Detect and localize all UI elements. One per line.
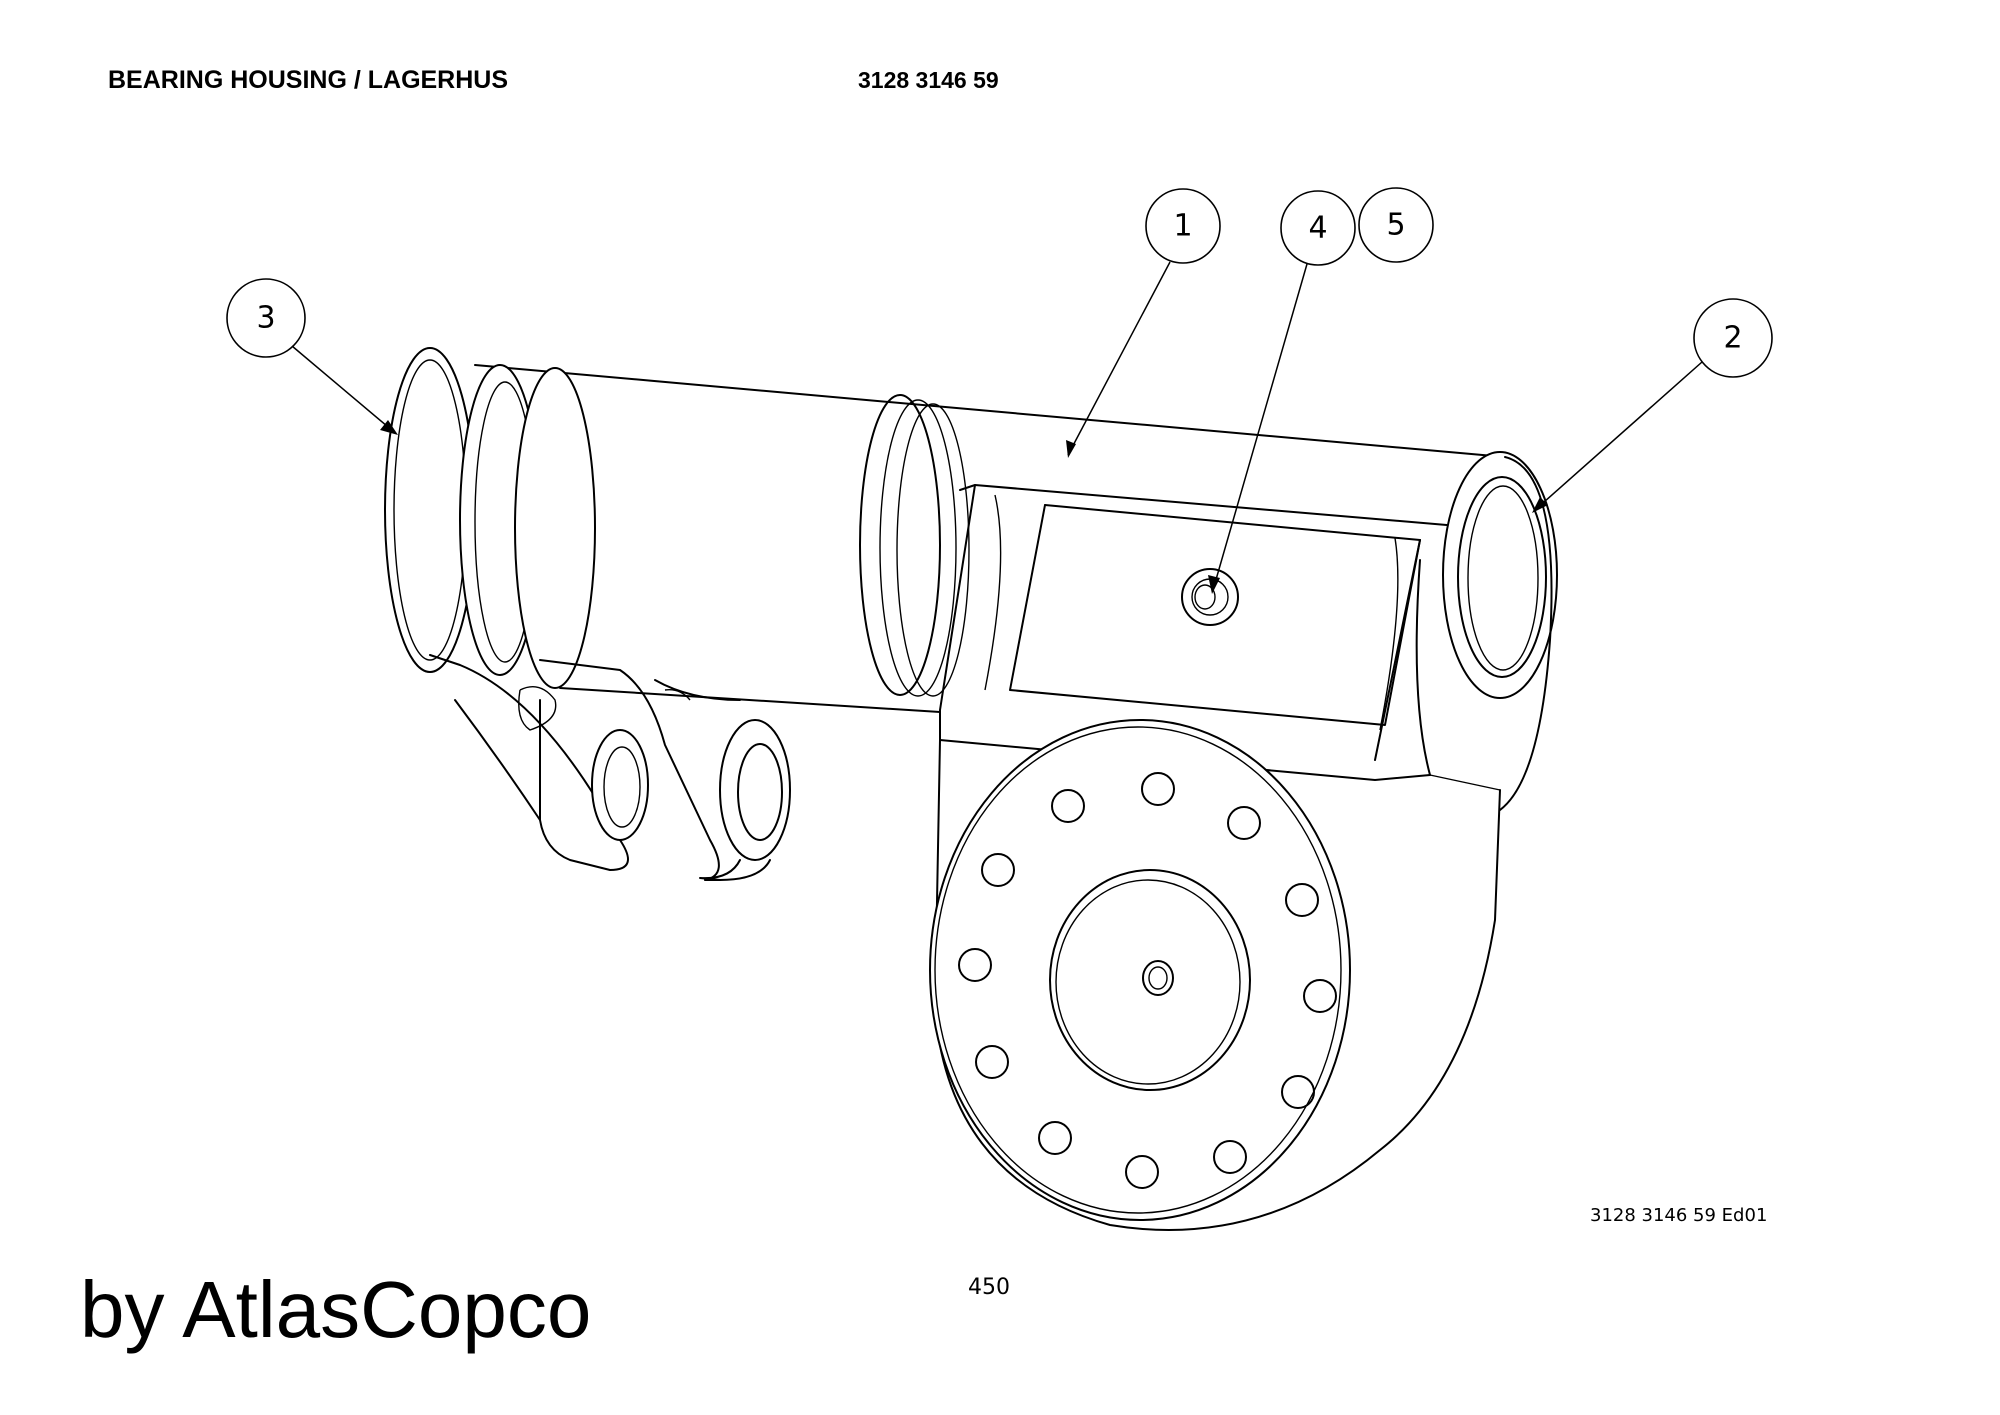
brand-text: by AtlasCopco xyxy=(80,1265,592,1354)
drawing-edition: 3128 3146 59 Ed01 xyxy=(1590,1205,1768,1226)
callout-label: 1 xyxy=(1173,209,1192,244)
drawing-title: BEARING HOUSING / LAGERHUS xyxy=(108,66,509,94)
cylinder-tube xyxy=(384,347,1506,713)
callout-label: 4 xyxy=(1308,211,1327,246)
callout-2: 2 xyxy=(1532,298,1773,513)
callout-5: 5 xyxy=(1358,187,1434,263)
callout-3: 3 xyxy=(226,278,398,435)
callout-label: 5 xyxy=(1386,208,1405,243)
callout-4: 4 xyxy=(1208,190,1356,594)
part-number: 3128 3146 59 xyxy=(858,67,999,93)
bolt-flange xyxy=(929,719,1351,1221)
bolt-holes xyxy=(958,772,1337,1189)
callout-label: 2 xyxy=(1723,321,1742,356)
callout-1: 1 xyxy=(1066,188,1221,458)
callout-label: 3 xyxy=(256,301,275,336)
page-number: 450 xyxy=(968,1275,1010,1300)
mounting-lugs xyxy=(429,654,791,881)
